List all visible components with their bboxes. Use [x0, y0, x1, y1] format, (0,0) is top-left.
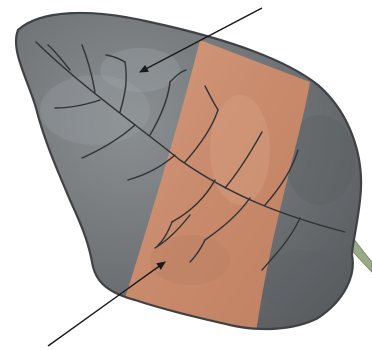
leaf-diagram — [0, 0, 372, 350]
